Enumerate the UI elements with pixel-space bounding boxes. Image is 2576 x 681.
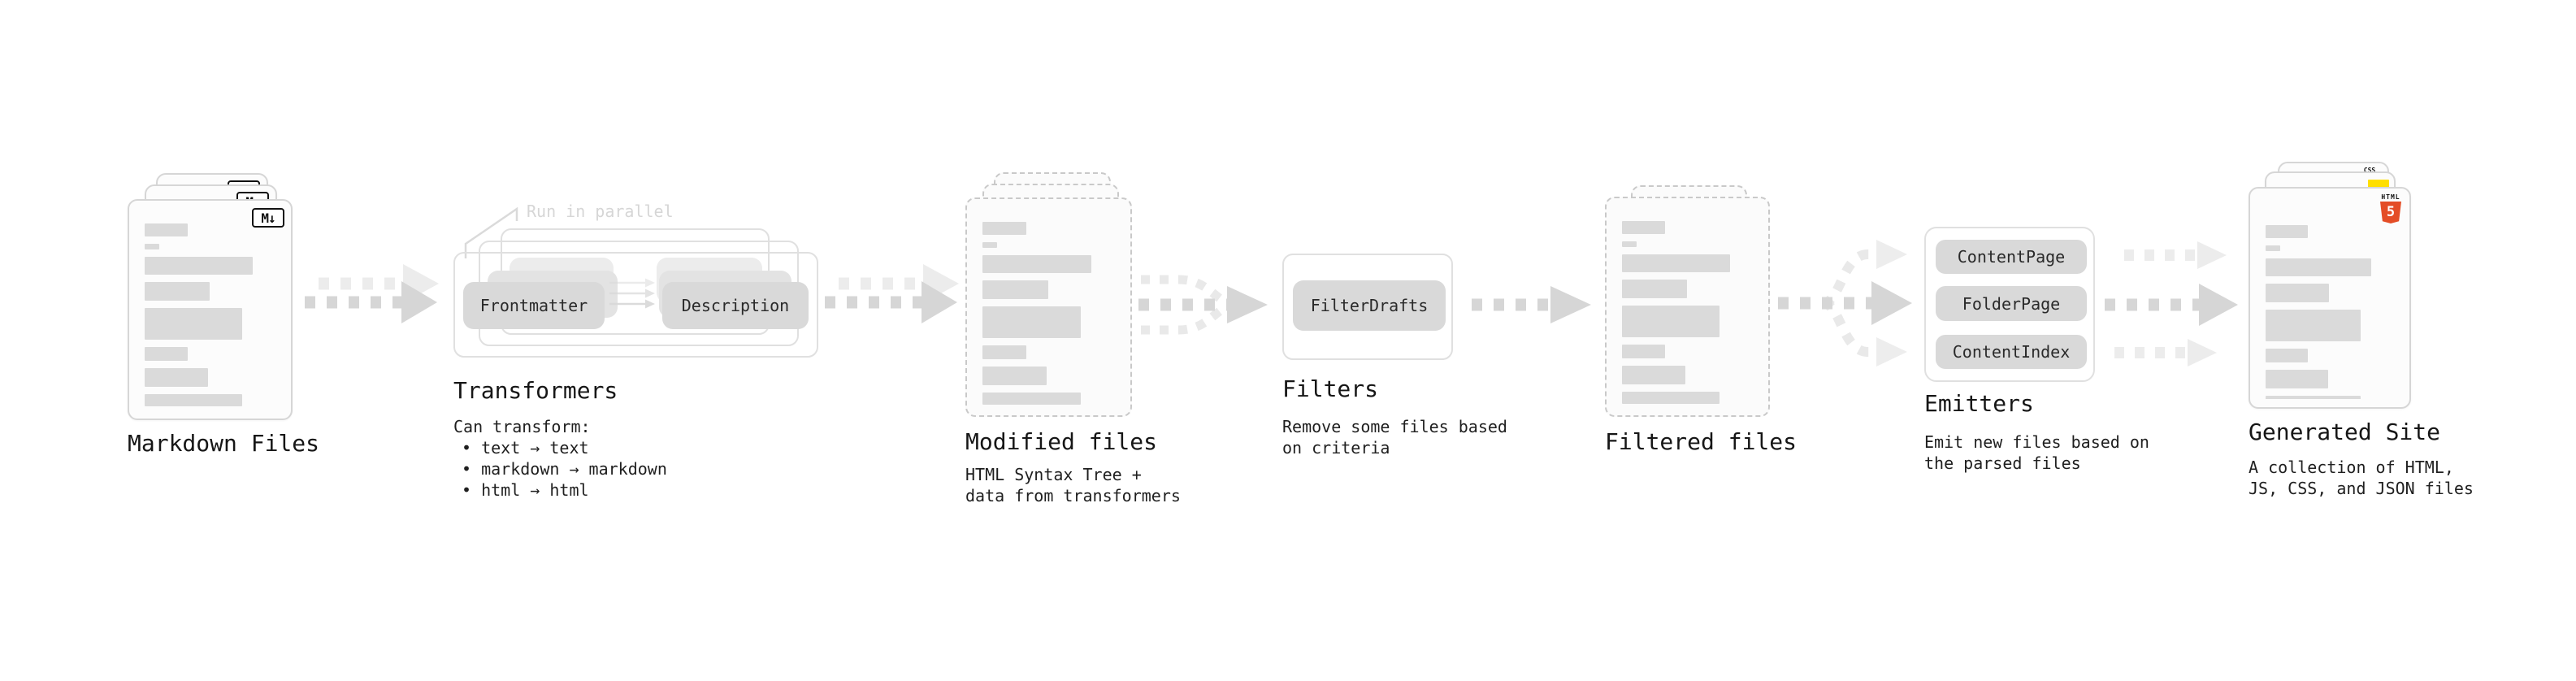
transform-step-arrow-icon bbox=[609, 288, 655, 298]
stage-title-generated-site: Generated Site bbox=[2249, 419, 2441, 445]
transform-step-arrow-icon bbox=[609, 299, 655, 309]
parallel-leader-line bbox=[464, 206, 518, 258]
filterdrafts-node: FilterDrafts bbox=[1293, 280, 1446, 331]
stage-title-filtered-files: Filtered files bbox=[1605, 428, 1798, 455]
transformers-bullet: • html → html bbox=[462, 480, 589, 500]
transformers-note: Can transform: • text → text • markdown … bbox=[453, 416, 667, 501]
stage-title-transformers: Transformers bbox=[453, 377, 618, 404]
document-text-placeholder bbox=[1622, 221, 1757, 407]
emitters-box: ContentPage FolderPage ContentIndex bbox=[1924, 227, 2095, 382]
subtitle-line: the parsed files bbox=[1924, 453, 2081, 473]
contentindex-node: ContentIndex bbox=[1936, 335, 2087, 369]
subtitle-line: JS, CSS, and JSON files bbox=[2249, 479, 2474, 498]
description-node: Description bbox=[662, 282, 809, 329]
document-text-placeholder bbox=[145, 223, 280, 410]
run-in-parallel-label: Run in parallel bbox=[527, 202, 674, 221]
transformers-layer-front: Frontmatter Description bbox=[453, 252, 818, 358]
stage-title-markdown-files: Markdown Files bbox=[128, 430, 320, 457]
transform-step-arrow-icon bbox=[609, 278, 655, 288]
document-text-placeholder bbox=[982, 222, 1119, 407]
emitters-subtitle: Emit new files based on the parsed files bbox=[1924, 432, 2149, 474]
html5-icon-shield: 5 bbox=[2380, 202, 2401, 223]
stage-title-modified-files: Modified files bbox=[965, 428, 1158, 455]
html5-icon: HTML 5 bbox=[2380, 193, 2401, 223]
frontmatter-node: Frontmatter bbox=[463, 282, 605, 329]
stage-title-emitters: Emitters bbox=[1924, 390, 2034, 417]
arrow-emitters-to-generated-top bbox=[2124, 241, 2227, 269]
arrow-emitters-to-generated-bottom bbox=[2114, 339, 2217, 367]
modified-file-card-front bbox=[965, 197, 1132, 417]
arrow-modified-to-filters bbox=[1138, 275, 1268, 335]
transformers-note-heading: Can transform: bbox=[453, 417, 591, 436]
filtered-file-card-front bbox=[1605, 197, 1770, 417]
filters-subtitle: Remove some files based on criteria bbox=[1282, 416, 1507, 458]
arrow-filters-to-filtered bbox=[1472, 286, 1591, 323]
document-text-placeholder bbox=[2266, 225, 2398, 399]
folderpage-node: FolderPage bbox=[1936, 286, 2087, 321]
arrow-markdown-to-transformers bbox=[305, 264, 439, 323]
subtitle-line: on criteria bbox=[1282, 438, 1390, 458]
subtitle-line: data from transformers bbox=[965, 486, 1181, 505]
subtitle-line: Remove some files based bbox=[1282, 417, 1507, 436]
generated-site-subtitle: A collection of HTML, JS, CSS, and JSON … bbox=[2249, 457, 2474, 499]
filters-box: FilterDrafts bbox=[1282, 254, 1453, 360]
transformers-bullet: • markdown → markdown bbox=[462, 459, 667, 479]
transformers-layers: Frontmatter Description bbox=[453, 228, 819, 358]
markdown-icon: M↓ bbox=[252, 208, 284, 228]
markdown-file-card-front: M↓ bbox=[128, 199, 293, 420]
subtitle-line: Emit new files based on bbox=[1924, 432, 2149, 452]
modified-files-subtitle: HTML Syntax Tree + data from transformer… bbox=[965, 464, 1181, 506]
subtitle-line: HTML Syntax Tree + bbox=[965, 465, 1142, 484]
arrow-filtered-to-emitters bbox=[1778, 240, 1912, 367]
stage-title-filters: Filters bbox=[1282, 375, 1379, 402]
arrow-emitters-to-generated-middle bbox=[2105, 284, 2238, 326]
contentpage-node: ContentPage bbox=[1936, 240, 2087, 274]
css-icon-label: CSS bbox=[2363, 167, 2376, 174]
arrow-transformers-to-modified bbox=[825, 264, 959, 323]
transformers-bullet: • text → text bbox=[462, 438, 589, 458]
subtitle-line: A collection of HTML, bbox=[2249, 458, 2454, 477]
generated-file-card-front: HTML 5 bbox=[2249, 187, 2411, 409]
html5-icon-label: HTML bbox=[2381, 193, 2400, 201]
